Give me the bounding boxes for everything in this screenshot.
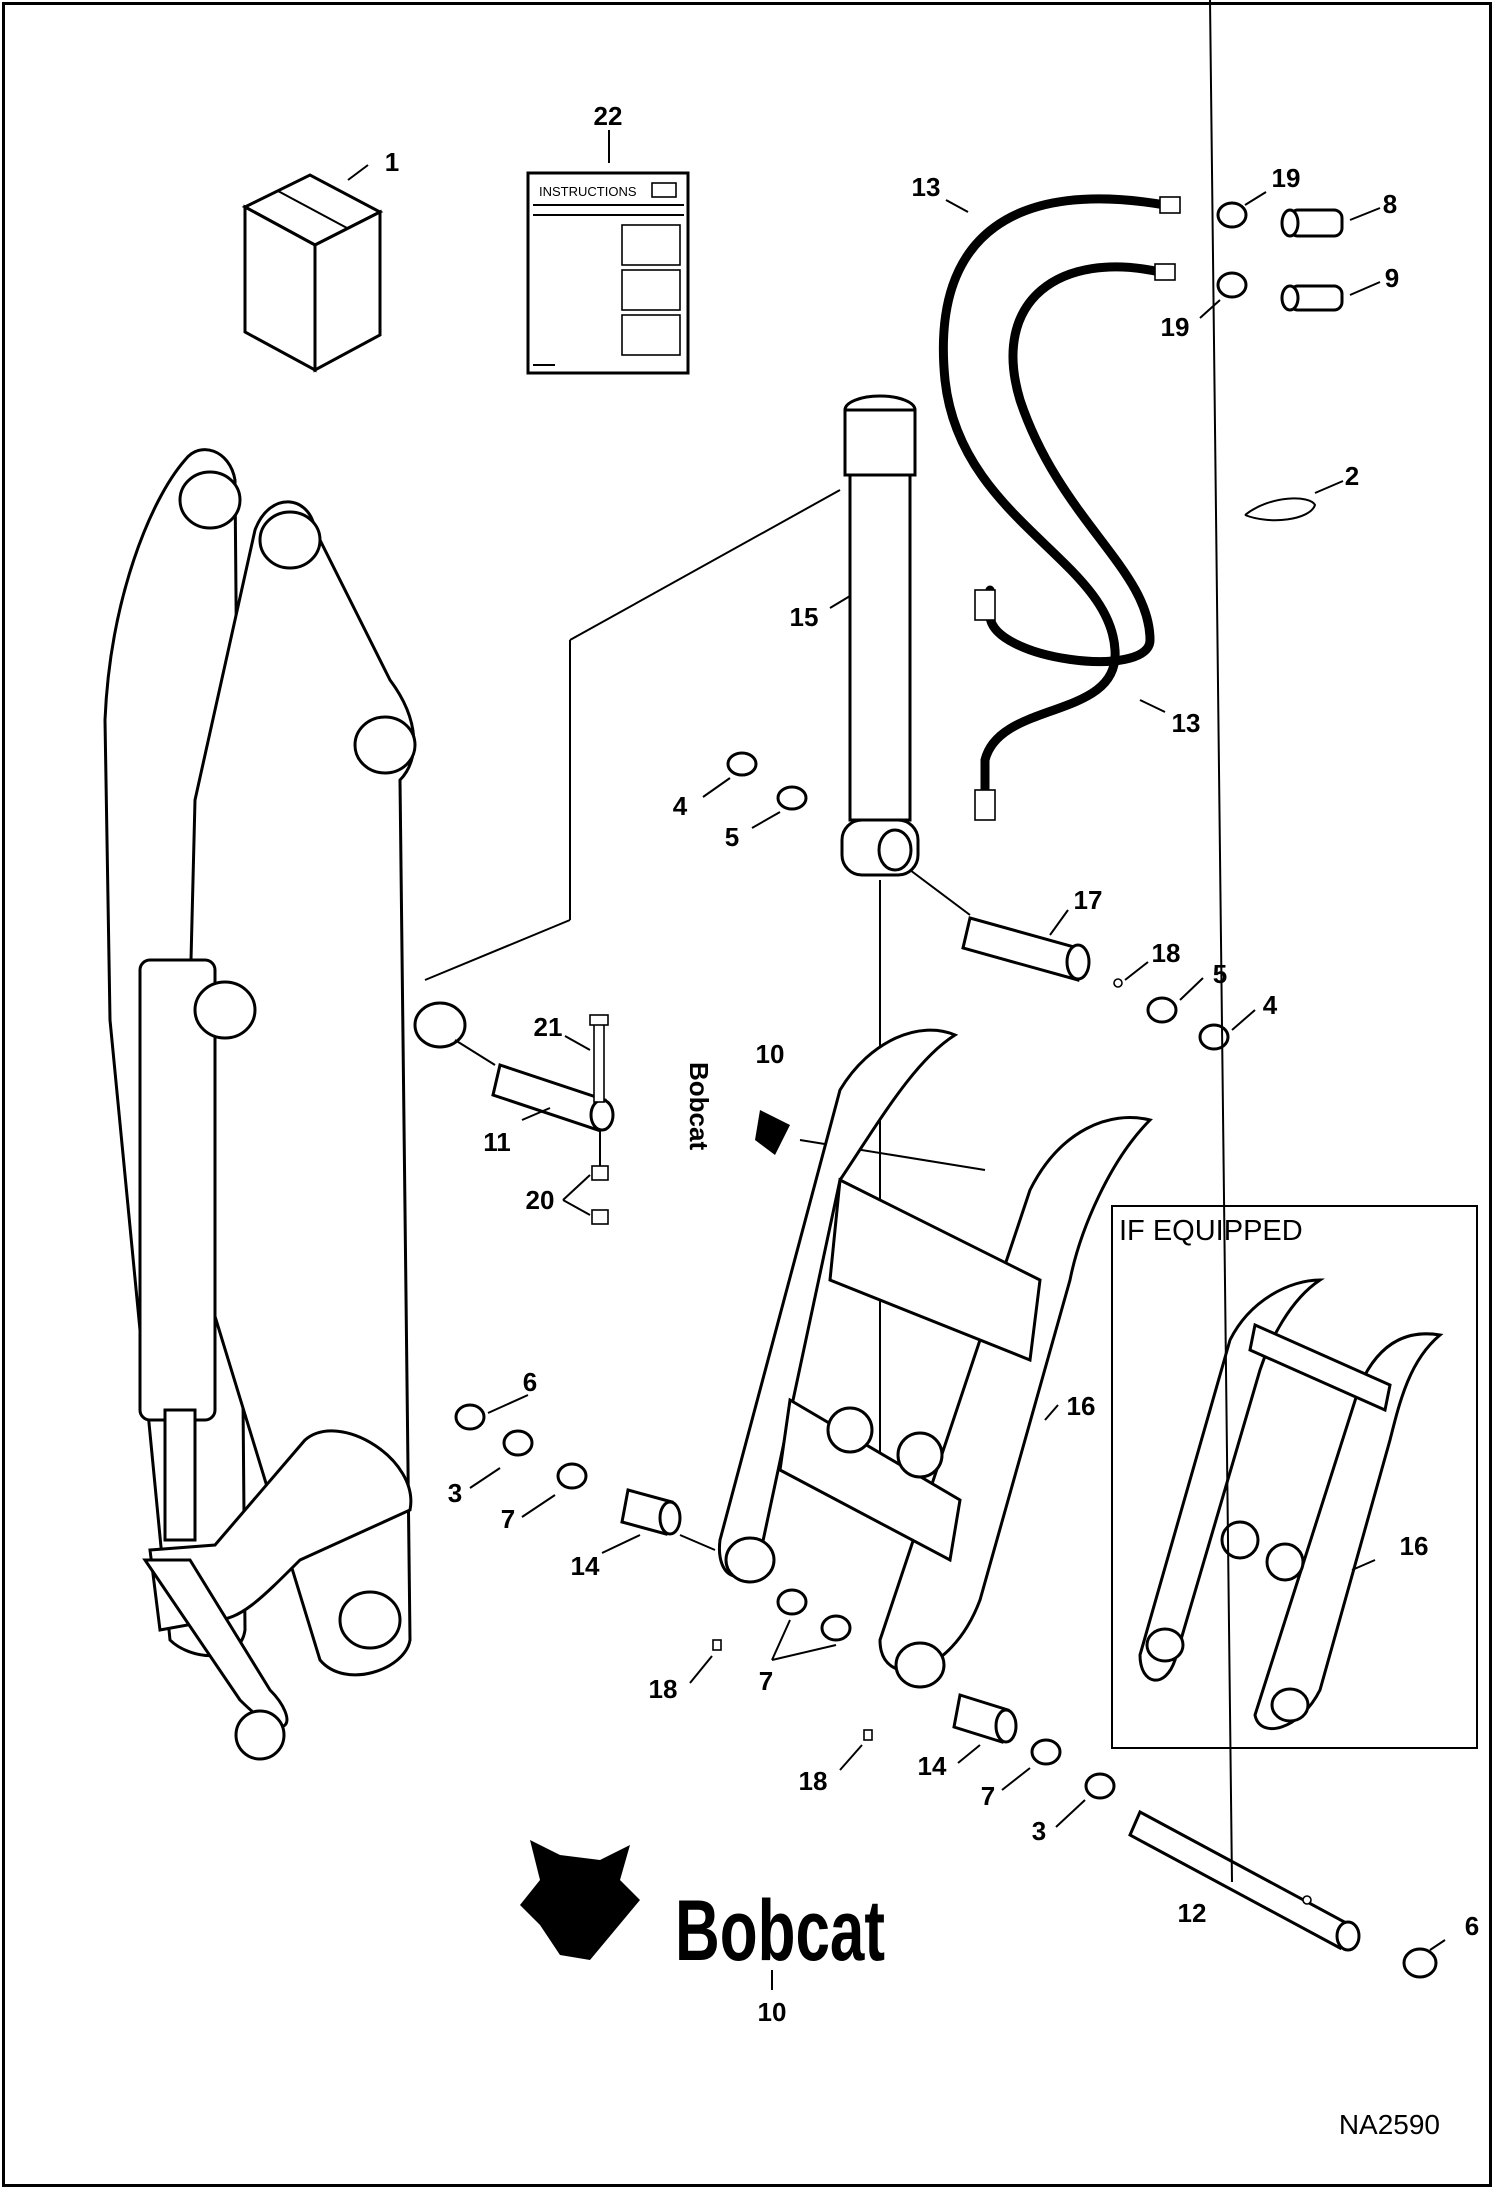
part-11-pin	[454, 1039, 615, 1132]
callout-22: 22	[594, 101, 623, 131]
callout-16-inset: 16	[1400, 1531, 1429, 1561]
part-19-adapters	[1154, 196, 1248, 299]
callout-20: 20	[526, 1185, 555, 1215]
inset-title: IF EQUIPPED	[1119, 1215, 1303, 1247]
part-4-5-washers	[726, 751, 1230, 1051]
callout-19-lower: 19	[1161, 312, 1190, 342]
callout-5-upper: 5	[725, 822, 739, 852]
drawing-reference-number: NA2590	[1339, 2109, 1440, 2140]
logo-text: Bobcat	[675, 1883, 885, 1979]
inset-if-equipped: IF EQUIPPED	[1111, 1205, 1478, 1749]
instructions-label: INSTRUCTIONS	[539, 184, 637, 199]
part-12-pin	[1128, 1809, 1361, 1952]
callout-7-middle: 7	[759, 1666, 773, 1696]
callout-17: 17	[1074, 885, 1103, 915]
callout-1: 1	[385, 147, 399, 177]
callout-8: 8	[1383, 189, 1397, 219]
part-14-bushing-upper	[620, 1488, 716, 1551]
callout-14-upper: 14	[571, 1551, 600, 1581]
decal-small-text: Bobcat	[684, 1062, 714, 1150]
callout-13-upper: 13	[912, 172, 941, 202]
part-10-bobcat-logo: Bobcat	[520, 1840, 885, 1990]
callout-13-lower: 13	[1172, 708, 1201, 738]
part-9-coupler	[1280, 284, 1344, 312]
callout-6-upper: 6	[523, 1367, 537, 1397]
callout-18-middle: 18	[649, 1674, 678, 1704]
part-1-box	[241, 173, 384, 373]
callout-11: 11	[483, 1127, 511, 1157]
callout-15: 15	[790, 602, 819, 632]
callout-10-decal: 10	[756, 1039, 785, 1069]
callout-21: 21	[534, 1012, 563, 1042]
callout-9: 9	[1385, 263, 1399, 293]
callout-14-lower: 14	[918, 1751, 947, 1781]
part-18-grease-fittings	[712, 1639, 873, 1741]
callout-10-logo: 10	[758, 1997, 787, 2027]
part-21-bolt	[589, 1014, 609, 1103]
part-16-thumb	[717, 1028, 1153, 1689]
callout-16: 16	[1067, 1391, 1096, 1421]
leader-lines	[347, 0, 1446, 1951]
part-6-3-7-washers-upper	[454, 1403, 588, 1490]
callout-6-lower: 6	[1465, 1911, 1479, 1941]
callout-3-upper: 3	[448, 1478, 462, 1508]
part-20-nuts	[591, 1130, 609, 1225]
callout-19-upper: 19	[1272, 163, 1301, 193]
callout-5-lower: 5	[1213, 959, 1227, 989]
callout-7-upper: 7	[501, 1504, 515, 1534]
callout-labels: 1 22 13 19 8 9 19 2 15 13 4 5 17 18 5 4 …	[385, 101, 1479, 2027]
part-6-snap-ring-lower	[1402, 1947, 1438, 1979]
part-14-bushing-lower	[952, 1693, 1018, 1744]
callout-18-lower: 18	[799, 1766, 828, 1796]
callout-18-upper: 18	[1152, 938, 1181, 968]
callout-4-lower: 4	[1263, 990, 1278, 1020]
part-2-tie	[1244, 497, 1317, 522]
part-7-3-washers-lower	[1030, 1738, 1116, 1800]
part-15-cylinder	[840, 394, 920, 1480]
callout-4-upper: 4	[673, 791, 688, 821]
arm-assembly	[103, 448, 841, 1761]
callout-12: 12	[1178, 1898, 1207, 1928]
part-17-pin	[909, 869, 1091, 982]
part-13-hoses	[939, 194, 1170, 821]
part-22-instructions-sheet: INSTRUCTIONS	[526, 171, 690, 375]
part-7-washers-middle	[776, 1588, 852, 1642]
callout-3-lower: 3	[1032, 1816, 1046, 1846]
callout-2: 2	[1345, 461, 1359, 491]
part-8-coupler	[1280, 208, 1344, 238]
callout-7-lower: 7	[981, 1781, 995, 1811]
